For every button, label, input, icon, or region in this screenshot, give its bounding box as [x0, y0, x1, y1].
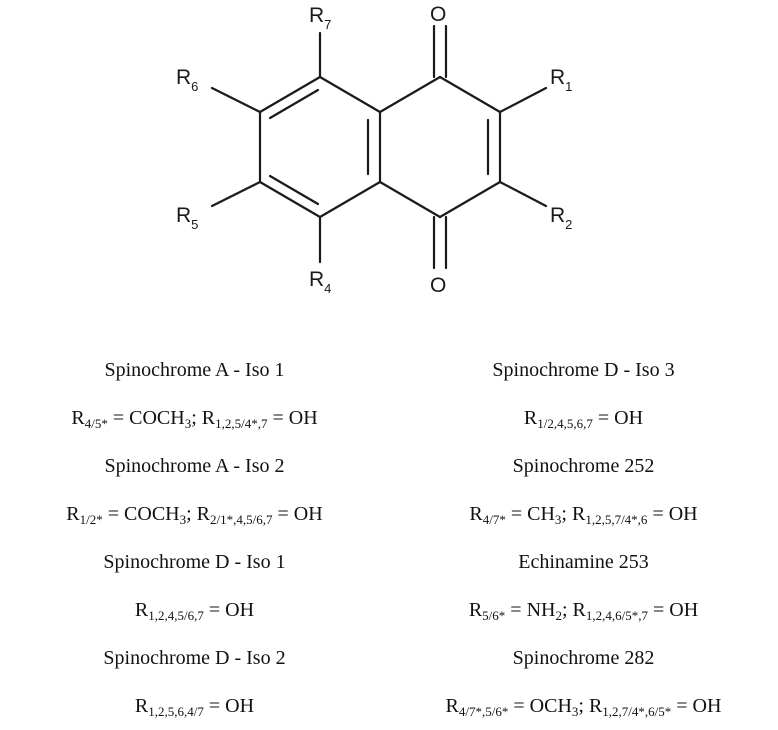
compound-entry: Spinochrome A - Iso 1 R4/5* = COCH3; R1,…: [0, 346, 389, 442]
compound-formula: R4/7* = CH3; R1,2,5,7/4*,6 = OH: [469, 503, 698, 527]
bond: [378, 75, 442, 114]
compound-name: Spinochrome 282: [512, 647, 655, 669]
bond: [318, 180, 382, 219]
compound-entry: Echinamine 253 R5/6* = NH2; R1,2,4,6/5*,…: [389, 538, 778, 634]
bond: [258, 180, 322, 219]
compound-name: Spinochrome D - Iso 1: [103, 551, 286, 573]
label-r6: R6: [176, 66, 198, 94]
bond-r5: [210, 180, 262, 208]
bond: [258, 75, 322, 114]
compound-formula: R1/2* = COCH3; R2/1*,4,5/6,7 = OH: [66, 503, 323, 527]
naphthoquinone-structure: R7 R6 R5 R4 R1 R2 O O: [176, 3, 572, 297]
compound-name: Spinochrome D - Iso 2: [103, 647, 286, 669]
compound-formula: R1,2,5,6,4/7 = OH: [134, 695, 255, 719]
bond-r6: [210, 86, 262, 114]
compound-entry: Spinochrome D - Iso 3 R1/2,4,5,6,7 = OH: [389, 346, 778, 442]
compound-formula: R4/7*,5/6* = OCH3; R1,2,7/4*,6/5* = OH: [445, 695, 722, 719]
compound-name: Echinamine 253: [518, 551, 649, 573]
compound-formula: R1/2,4,5,6,7 = OH: [523, 407, 644, 431]
bond: [438, 180, 502, 219]
label-oxygen-top: O: [430, 3, 446, 26]
compound-formula: R1,2,4,5/6,7 = OH: [134, 599, 255, 623]
compound-entry: Spinochrome D - Iso 2 R1,2,5,6,4/7 = OH: [0, 634, 389, 730]
label-r1: R1: [550, 66, 572, 94]
bond-r1: [498, 86, 548, 114]
compound-entry: Spinochrome 252 R4/7* = CH3; R1,2,5,7/4*…: [389, 442, 778, 538]
double-bond-inner: [268, 88, 320, 120]
compound-entry: Spinochrome 282 R4/7*,5/6* = OCH3; R1,2,…: [389, 634, 778, 730]
compound-name: Spinochrome A - Iso 2: [104, 455, 285, 477]
label-r5: R5: [176, 204, 198, 232]
compound-name: Spinochrome A - Iso 1: [104, 359, 285, 381]
right-compound-list: Spinochrome D - Iso 3 R1/2,4,5,6,7 = OH …: [389, 346, 778, 730]
label-r7: R7: [309, 4, 331, 32]
compound-name: Spinochrome D - Iso 3: [492, 359, 675, 381]
compound-formula: R5/6* = NH2; R1,2,4,6/5*,7 = OH: [468, 599, 699, 623]
bond: [378, 180, 442, 219]
double-bond-inner: [268, 174, 320, 206]
compound-formula: R4/5* = COCH3; R1,2,5/4*,7 = OH: [71, 407, 318, 431]
compound-name: Spinochrome 252: [512, 455, 655, 477]
compound-entry: Spinochrome A - Iso 2 R1/2* = COCH3; R2/…: [0, 442, 389, 538]
left-compound-list: Spinochrome A - Iso 1 R4/5* = COCH3; R1,…: [0, 346, 389, 730]
compound-entry: Spinochrome D - Iso 1 R1,2,4,5/6,7 = OH: [0, 538, 389, 634]
label-oxygen-bottom: O: [430, 274, 446, 297]
label-r2: R2: [550, 204, 572, 232]
bond-r2: [498, 180, 548, 208]
bond: [318, 75, 382, 114]
label-r4: R4: [309, 268, 331, 296]
bond: [438, 75, 502, 114]
